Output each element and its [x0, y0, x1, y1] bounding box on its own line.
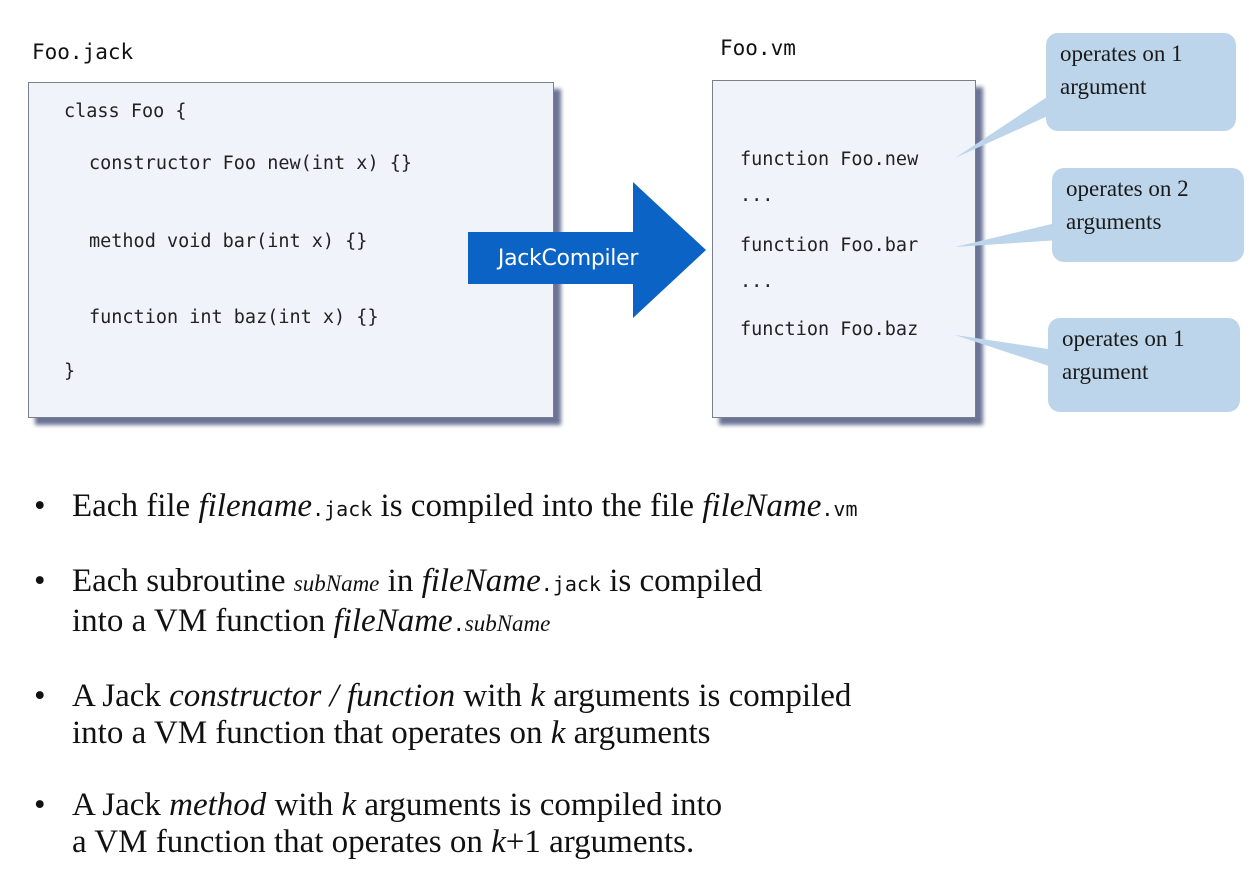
source-code-box: class Foo { constructor Foo new(int x) {…: [28, 82, 554, 418]
bullet-marker: •: [34, 563, 46, 599]
text: with: [455, 678, 531, 714]
text: with: [266, 787, 342, 823]
callout-new: operates on 1 argument: [1046, 33, 1236, 131]
text: fileName: [421, 563, 541, 599]
text: .vm: [821, 497, 858, 521]
text: Each subroutine: [72, 563, 294, 599]
callout-bar-line1: operates on 2: [1066, 176, 1189, 201]
callout-bar-line2: arguments: [1066, 209, 1162, 234]
callout-baz-line1: operates on 1: [1062, 326, 1185, 351]
bullet-marker: •: [34, 787, 46, 823]
bullet-marker: •: [34, 678, 46, 714]
text: into a VM function that operates on: [72, 715, 551, 751]
text: subName: [293, 571, 380, 596]
target-code-box: function Foo.new ... function Foo.bar ..…: [712, 80, 976, 418]
vm-line-baz: function Foo.baz: [740, 319, 919, 340]
text: .: [452, 612, 465, 636]
text: method: [169, 787, 267, 823]
vm-ellipsis-1: ...: [740, 185, 774, 206]
callout-baz: operates on 1 argument: [1048, 318, 1240, 412]
bullet-item: • Each subroutine subName in fileName.ja…: [34, 563, 1034, 643]
bullet-list: • Each file filename.jack is compiled in…: [34, 488, 1034, 896]
code-line-close-brace: }: [64, 361, 76, 382]
text: constructor / function: [169, 678, 456, 714]
text: into a VM function: [72, 603, 334, 639]
code-line-constructor: constructor Foo new(int x) {}: [89, 153, 413, 174]
target-file-label: Foo.vm: [720, 36, 796, 60]
vm-line-new: function Foo.new: [740, 149, 919, 170]
text: in: [379, 563, 422, 599]
vm-line-ellipsis-2: ...: [740, 271, 774, 292]
compiler-arrow-icon: [468, 182, 706, 318]
bullet-marker: •: [34, 488, 46, 524]
text: +1 arguments.: [505, 824, 695, 860]
code-line-function: function int baz(int x) {}: [89, 307, 379, 328]
text: is compiled: [600, 563, 763, 599]
text: fileName: [702, 488, 822, 524]
callout-bar: operates on 2 arguments: [1052, 168, 1244, 262]
text: arguments is compiled: [544, 678, 852, 714]
bullet-item: • A Jack constructor / function with k a…: [34, 678, 1034, 752]
code-line-method: method void bar(int x) {}: [89, 231, 368, 252]
text: a VM function that operates on: [72, 824, 492, 860]
text: .jack: [312, 497, 373, 521]
text: A Jack: [72, 787, 170, 823]
text: A Jack: [72, 678, 170, 714]
text: arguments is compiled into: [356, 787, 723, 823]
bullet-item: • Each file filename.jack is compiled in…: [34, 488, 1034, 528]
compiler-label: JackCompiler: [497, 245, 639, 271]
text: .jack: [540, 572, 601, 596]
text: k: [550, 715, 566, 751]
code-line-class: class Foo {: [64, 101, 187, 122]
text: k: [341, 787, 357, 823]
text: Each file: [72, 488, 199, 524]
text: filename: [198, 488, 313, 524]
text: fileName: [333, 603, 453, 639]
callout-new-line2: argument: [1060, 74, 1147, 99]
text: k: [530, 678, 545, 714]
bullet-item: • A Jack method with k arguments is comp…: [34, 787, 1034, 861]
callout-baz-line2: argument: [1062, 359, 1149, 384]
source-file-label: Foo.jack: [32, 40, 134, 64]
text: arguments: [565, 715, 711, 751]
text: subName: [464, 611, 551, 636]
text: is compiled into the file: [372, 488, 703, 524]
vm-line-bar: function Foo.bar: [740, 235, 919, 256]
text: k: [491, 824, 506, 860]
callout-new-line1: operates on 1: [1060, 41, 1183, 66]
